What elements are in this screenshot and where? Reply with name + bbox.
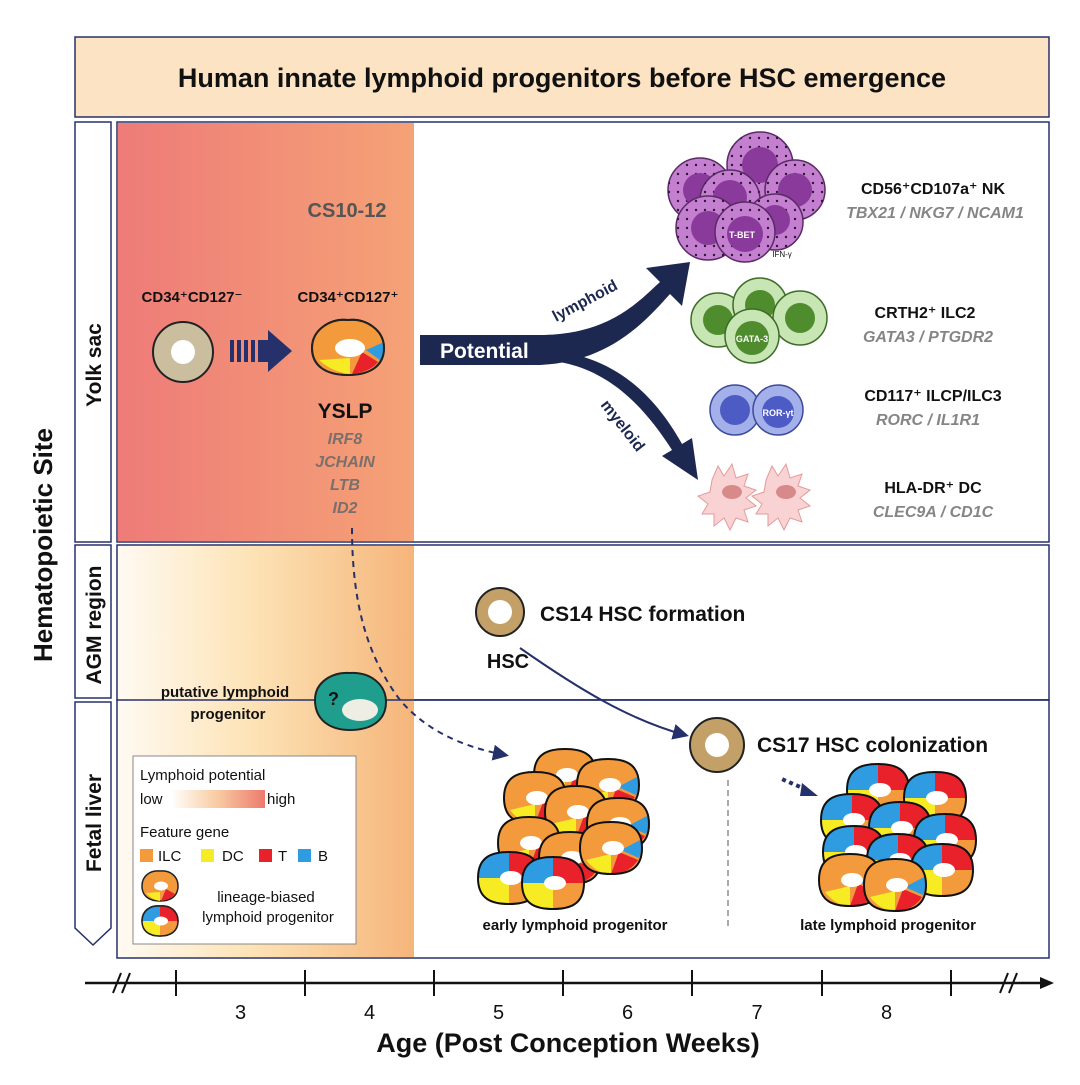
hsc-colonization-label: CS17 HSC colonization — [757, 734, 988, 757]
site-tab-agm: AGM region — [74, 544, 112, 699]
ilc2-title: CRTH2⁺ ILC2 — [875, 305, 976, 322]
nk-cell-cluster: T-BET IFN-γ — [667, 131, 826, 263]
legend-potential-title: Lymphoid potential — [140, 767, 265, 784]
title-bar — [74, 36, 1050, 118]
nk-genes: TBX21 / NKG7 / NCAM1 — [846, 205, 1024, 222]
x-axis-tick-label: 6 — [622, 1002, 633, 1024]
differentiation-arrow — [230, 330, 292, 372]
putative-label-line2: progenitor — [191, 706, 266, 723]
yslp-cell — [310, 318, 386, 377]
rorgt-marker: ROR-γt — [763, 408, 794, 418]
ifng-label: IFN-γ — [772, 250, 792, 259]
site-label: Yolk sac — [83, 323, 106, 407]
yslp-label: YSLP — [318, 400, 373, 423]
gata3-marker: GATA-3 — [736, 334, 768, 344]
site-label: Fetal liver — [83, 774, 106, 872]
potential-arrow — [420, 262, 698, 480]
progenitor-cell — [817, 852, 883, 908]
tbet-marker: T-BET — [729, 230, 756, 240]
x-axis-tick-label: 5 — [493, 1002, 504, 1024]
y-axis-label: Hematopoietic Site — [28, 428, 58, 662]
cd127-negative-cell — [152, 321, 214, 383]
dc-genes: CLEC9A / CD1C — [873, 504, 994, 521]
legend-feature-t: T — [278, 848, 287, 865]
progenitor-cell — [520, 855, 586, 911]
question-mark: ? — [328, 689, 339, 709]
progenitor-cell — [862, 857, 928, 913]
diagram-title: Human innate lymphoid progenitors before… — [178, 63, 946, 93]
site-label: AGM region — [83, 566, 106, 685]
hsc-label: HSC — [487, 651, 529, 673]
late-progenitor-cluster — [817, 762, 978, 913]
yslp-gene: LTB — [330, 477, 360, 494]
yslp-gene-list: IRF8 JCHAIN LTB ID2 — [315, 431, 375, 517]
ilc3-cell-pair: ROR-γt — [709, 384, 804, 436]
late-progenitor-label: late lymphoid progenitor — [800, 917, 976, 934]
legend-biased-cell-ilc — [141, 870, 179, 902]
legend-biased-cell-mixed — [141, 905, 179, 937]
legend-feature-b: B — [318, 848, 328, 865]
output-labels: CD56⁺CD107a⁺ NK TBX21 / NKG7 / NCAM1 CRT… — [846, 181, 1024, 521]
dc-cell-pair — [696, 462, 812, 532]
legend-feature-dc: DC — [222, 848, 244, 865]
stage-label: CS10-12 — [308, 200, 387, 222]
legend-biased-line1: lineage-biased — [217, 889, 315, 906]
progenitor-cell — [578, 820, 644, 876]
dc-title: HLA-DR⁺ DC — [884, 480, 982, 497]
ilc3-title: CD117⁺ ILCP/ILC3 — [864, 388, 1001, 405]
ilc3-genes: RORC / IL1R1 — [876, 412, 980, 429]
legend-biased-line2: lymphoid progenitor — [202, 909, 334, 926]
legend-gradient-bar — [173, 790, 265, 808]
colonizing-hsc-cell — [689, 717, 745, 773]
x-axis-tick-label: 7 — [751, 1002, 762, 1024]
x-axis-tick-label: 8 — [881, 1002, 892, 1024]
putative-progenitor-cell: ? — [313, 671, 388, 732]
cell-left-label: CD34⁺CD127⁻ — [142, 289, 243, 306]
legend-swatch-b — [298, 849, 311, 862]
x-axis-title: Age (Post Conception Weeks) — [376, 1028, 760, 1058]
putative-label-line1: putative lymphoid — [161, 684, 289, 701]
hsc-colonization-path — [519, 647, 689, 740]
hsc-cell — [475, 587, 525, 637]
maturation-arrow — [781, 777, 818, 796]
legend-low: low — [140, 791, 163, 808]
cell-right-label: CD34⁺CD127⁺ — [298, 289, 399, 306]
legend-swatch-ilc — [140, 849, 153, 862]
early-progenitor-cluster — [476, 747, 651, 911]
ilc2-cell-cluster: GATA-3 — [690, 277, 828, 364]
x-axis-tick-label: 4 — [364, 1002, 375, 1024]
potential-label: Potential — [440, 340, 529, 363]
legend-swatch-dc — [201, 849, 214, 862]
legend-high: high — [267, 791, 295, 808]
x-axis: 3 4 5 6 7 8 — [85, 970, 1054, 1024]
ilc2-genes: GATA3 / PTGDR2 — [863, 329, 993, 346]
site-tab-yolk-sac: Yolk sac — [74, 121, 112, 543]
legend: Lymphoid potential low high Feature gene… — [132, 755, 357, 945]
legend-feature-title: Feature gene — [140, 824, 229, 841]
yslp-gene: ID2 — [333, 500, 358, 517]
nk-title: CD56⁺CD107a⁺ NK — [861, 181, 1006, 198]
x-axis-tick-label: 3 — [235, 1002, 246, 1024]
x-axis-ticks: 3 4 5 6 7 8 — [175, 970, 952, 1024]
early-progenitor-label: early lymphoid progenitor — [482, 917, 667, 934]
yslp-gene: IRF8 — [328, 431, 363, 448]
hsc-formation-label: CS14 HSC formation — [540, 603, 745, 626]
legend-swatch-t — [259, 849, 272, 862]
legend-feature-ilc: ILC — [158, 848, 182, 865]
yslp-gene: JCHAIN — [315, 454, 375, 471]
yslp-migration-path — [351, 527, 509, 761]
site-tab-fetal-liver: Fetal liver — [74, 701, 112, 947]
